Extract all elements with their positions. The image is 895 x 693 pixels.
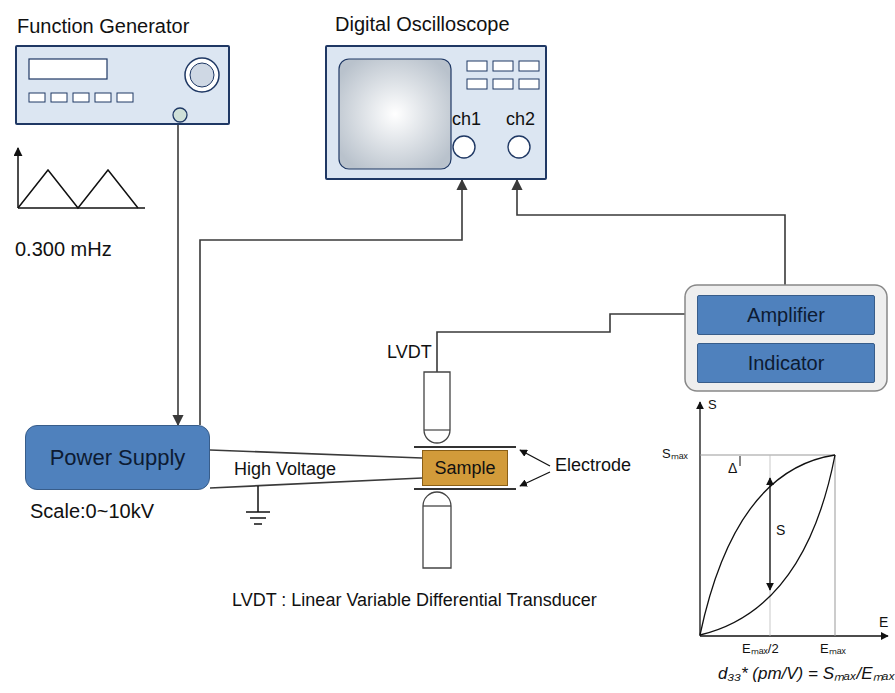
strain-field-graph — [700, 402, 888, 636]
node-title: Amplifier — [747, 304, 825, 327]
signal-wire — [437, 314, 697, 372]
oscilloscope: Digital Oscilloscopech1ch2 — [325, 45, 547, 180]
node-title: Digital Oscilloscope — [335, 13, 510, 36]
sample: Sample — [422, 450, 508, 486]
function-generator-shape — [17, 47, 228, 123]
channel-label: ch2 — [506, 109, 535, 130]
signal-wire — [517, 180, 785, 295]
axis-tick-label: Sₘₐₓ — [662, 447, 688, 462]
node-title: Indicator — [748, 352, 825, 375]
signal-wire — [210, 450, 422, 458]
edge-label: High Voltage — [232, 459, 338, 480]
axis-label: E — [879, 614, 888, 630]
scale-label: Scale:0~10kV — [30, 500, 154, 523]
formula: d₃₃* (pm/V) = Sₘₐₓ/Eₘₐₓ — [718, 664, 895, 684]
signal-wire — [177, 125, 179, 425]
node-title: Sample — [434, 458, 495, 479]
ground-symbol — [246, 486, 270, 524]
electrode-leaders — [520, 450, 550, 486]
axis-label: S — [708, 398, 717, 413]
node-title: Function Generator — [17, 15, 189, 38]
lvdt-probe-shape — [423, 372, 451, 444]
signal-wire — [200, 180, 462, 425]
power-supply: Power Supply — [25, 425, 210, 490]
channel-label: ch1 — [452, 109, 481, 130]
lvdt-probe-bottom — [423, 492, 451, 568]
triangle-wave — [18, 148, 145, 208]
electrode-plates — [414, 447, 516, 489]
amplifier-frame — [685, 285, 887, 391]
legend-note: LVDT : Linear Variable Differential Tran… — [232, 590, 597, 611]
hysteresis-label: Δ — [728, 460, 737, 476]
lvdt-probe: LVDT — [423, 372, 451, 444]
axis-tick-label: Eₘₐₓ/2 — [742, 642, 779, 657]
amplifier-box: Amplifier — [697, 295, 875, 335]
node-title: Power Supply — [50, 445, 186, 470]
frequency-label: 0.300 mHz — [15, 238, 112, 261]
function-generator: Function Generator — [15, 45, 230, 125]
electrode-label: Electrode — [555, 455, 631, 476]
axis-tick-label: Eₘₐₓ — [820, 642, 846, 657]
node-title: LVDT — [387, 342, 432, 363]
strain-label: S — [776, 522, 785, 538]
indicator-box: Indicator — [697, 343, 875, 383]
